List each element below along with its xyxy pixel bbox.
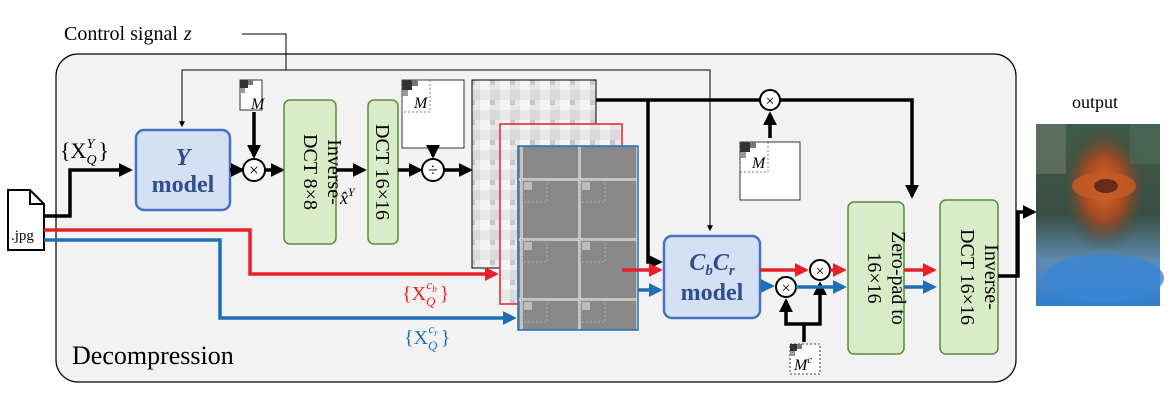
jpg-file-icon: .jpg [7,189,45,251]
svg-text:×: × [765,93,774,110]
y-model-box: Y model [134,128,232,212]
svg-text:M: M [250,96,266,113]
inverse-dct-16x16-block: Inverse-DCT 16×16 [939,199,1002,355]
cbcr-model-title: CbCr [689,250,735,279]
control-signal-line [179,33,713,232]
y-model-title: Y [176,145,193,171]
svg-text:÷: ÷ [428,160,438,180]
multiply-op-cb: × [809,259,831,281]
cb-input-label: {XQcb} [402,277,449,309]
mask-mc: Mc [789,343,821,375]
output-image [1036,124,1164,306]
svg-text:M: M [413,95,429,112]
svg-text:M: M [751,155,767,172]
multiply-op-top: × [759,89,781,111]
mask-m-2: M [401,79,465,149]
svg-text:×: × [249,160,259,180]
y-model-subtitle: model [152,172,215,198]
mask-m-3: M [739,141,801,201]
cbcr-model-box: CbCr model [662,234,762,320]
multiply-op-1: × [242,158,266,182]
cr-input-path [44,238,517,325]
svg-text:Inverse-DCT 16×16: Inverse-DCT 16×16 [956,229,1002,325]
svg-text:Mc: Mc [793,354,812,374]
cb-input-path [44,228,499,281]
svg-text:DCT 16×16: DCT 16×16 [371,124,393,220]
zero-pad-block: Zero-pad to16×16 [847,201,909,355]
cbcr-model-subtitle: model [681,280,744,306]
inverse-dct-8x8-block: Inverse-DCT 8×8 [283,99,345,245]
jpg-file-label: .jpg [11,228,34,244]
multiply-op-cr: × [775,276,797,298]
output-label: output [1072,92,1118,112]
decompression-label: Decompression [72,341,234,370]
svg-text:Inverse-DCT 8×8: Inverse-DCT 8×8 [299,134,345,210]
mask-mc-paths [779,281,827,342]
cr-coeff-plane [517,145,639,331]
final-output-path [998,205,1037,278]
svg-text:Zero-pad to16×16: Zero-pad to16×16 [863,231,909,325]
y-input-path [44,163,133,218]
dct-16x16-block: DCT 16×16 [367,99,399,245]
mask-m-1: M [239,79,266,113]
svg-text:×: × [781,280,790,297]
svg-text:×: × [815,263,824,280]
divide-op: ÷ [421,158,445,182]
y-input-label: {XQY} [60,137,109,168]
y-plane-output-path [596,98,919,269]
cr-input-label: {XQcr} [404,321,450,353]
xhat-y-label: x̂Y [339,185,356,208]
